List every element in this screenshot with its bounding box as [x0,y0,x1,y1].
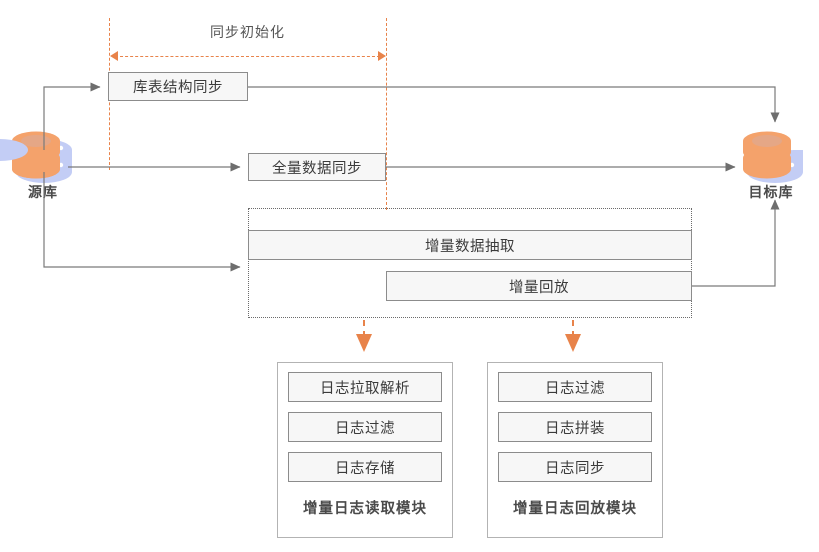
module2-item-1[interactable]: 日志拼装 [498,412,652,442]
module-drilldown-arrows [356,320,581,352]
module2-title: 增量日志回放模块 [513,501,637,517]
stage-box-incr-extract[interactable]: 增量数据抽取 [248,230,692,260]
module1-item-2[interactable]: 日志存储 [288,452,442,482]
module1-item-1[interactable]: 日志过滤 [288,412,442,442]
source-db-label: 源库 [28,184,58,200]
module1-item-0[interactable]: 日志拉取解析 [288,372,442,402]
target-db-label: 目标库 [748,184,794,200]
target-database-icon [0,131,803,183]
stage-box-full-data-sync[interactable]: 全量数据同步 [248,153,386,181]
module2-item-2[interactable]: 日志同步 [498,452,652,482]
init-bracket-right-line [386,18,387,210]
source-database-icon [12,131,72,183]
incremental-zone [248,208,692,318]
stage-box-schema-sync[interactable]: 库表结构同步 [108,72,248,101]
module1-title: 增量日志读取模块 [303,501,427,517]
module2-item-0[interactable]: 日志过滤 [498,372,652,402]
sync-init-label: 同步初始化 [210,24,285,40]
init-bracket-arrow-line [115,56,380,57]
stage-box-incr-replay[interactable]: 增量回放 [386,271,692,301]
